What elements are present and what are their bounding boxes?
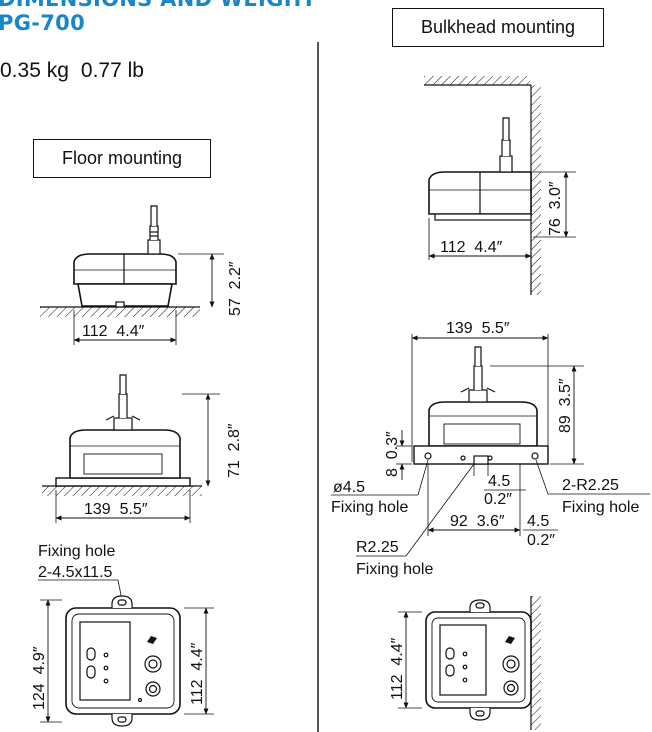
bulk-top-width: 112 4.4″ xyxy=(389,637,406,700)
floor-side-width: 112 4.4″ xyxy=(82,323,145,340)
floor-side-ground xyxy=(40,307,200,317)
bulk-flange-height: 8 0.3″ xyxy=(384,431,401,477)
bulk-top-view: 112 4.4″ xyxy=(389,596,541,730)
floor-front-width: 139 5.5″ xyxy=(84,501,148,518)
bulk-radius: R2.25 xyxy=(356,539,399,556)
floor-top-width: 112 4.4″ xyxy=(189,642,206,705)
bulk-side-wall xyxy=(531,85,541,295)
bulk-side-height: 76 3.0″ xyxy=(547,181,564,236)
bulk-side-view: 76 3.0″ 112 4.4″ xyxy=(424,76,576,295)
floor-top-height: 124 4.9″ xyxy=(31,646,48,710)
bulkhead-mounting-label: Bulkhead mounting xyxy=(392,8,604,47)
bulk-fixing-hole-2: Fixing hole xyxy=(562,499,639,516)
floor-mounting-label: Floor mounting xyxy=(33,139,211,178)
floor-top-view: Fixing hole 2-4.5x11.5 124 4.9″ 112 4.4″ xyxy=(31,543,214,727)
floor-front-ground xyxy=(42,486,202,496)
bulk-dim-02-a: 0.2″ xyxy=(484,491,512,508)
floor-front-view: 139 5.5″ 71 2.8″ xyxy=(42,374,243,523)
bulk-side-width: 112 4.4″ xyxy=(440,239,503,256)
bulk-fixing-hole-3: Fixing hole xyxy=(356,561,433,578)
floor-fixing-hole-spec: 2-4.5x11.5 xyxy=(38,564,113,581)
page-title: DIMENSIONS AND WEIGHT xyxy=(0,0,316,11)
bulk-front-width: 139 5.5″ xyxy=(446,320,510,337)
model-name: PG-700 xyxy=(0,11,85,35)
floor-side-view: 112 4.4″ 57 2.2″ xyxy=(40,205,244,345)
bulk-hole-dia: ø4.5 xyxy=(333,479,365,496)
weight-kg: 0.35 kg xyxy=(0,59,69,82)
floor-side-height: 57 2.2″ xyxy=(227,261,244,316)
bulk-front-view: 139 5.5″ 89 3.5″ 8 0.3″ ø4.5 Fixing hole… xyxy=(331,320,650,578)
weight-lb: 0.77 lb xyxy=(80,59,144,82)
bulk-front-height: 89 3.5″ xyxy=(557,378,574,433)
bulk-top-wall xyxy=(531,596,541,730)
bulk-dim-02-b: 0.2″ xyxy=(527,532,555,549)
bulk-radius-2: 2-R2.25 xyxy=(562,477,619,494)
bulk-side-ceiling xyxy=(424,76,530,85)
weight: 0.35 kg 0.77 lb xyxy=(0,59,156,83)
bulk-hole-spacing: 92 3.6″ xyxy=(450,513,505,530)
bulk-dim-45-b: 4.5 xyxy=(527,513,549,530)
floor-fixing-hole-label: Fixing hole xyxy=(38,543,115,560)
floor-front-height: 71 2.8″ xyxy=(226,423,243,478)
bulk-dim-45-a: 4.5 xyxy=(488,473,510,490)
bulk-fixing-hole-1: Fixing hole xyxy=(331,499,408,516)
